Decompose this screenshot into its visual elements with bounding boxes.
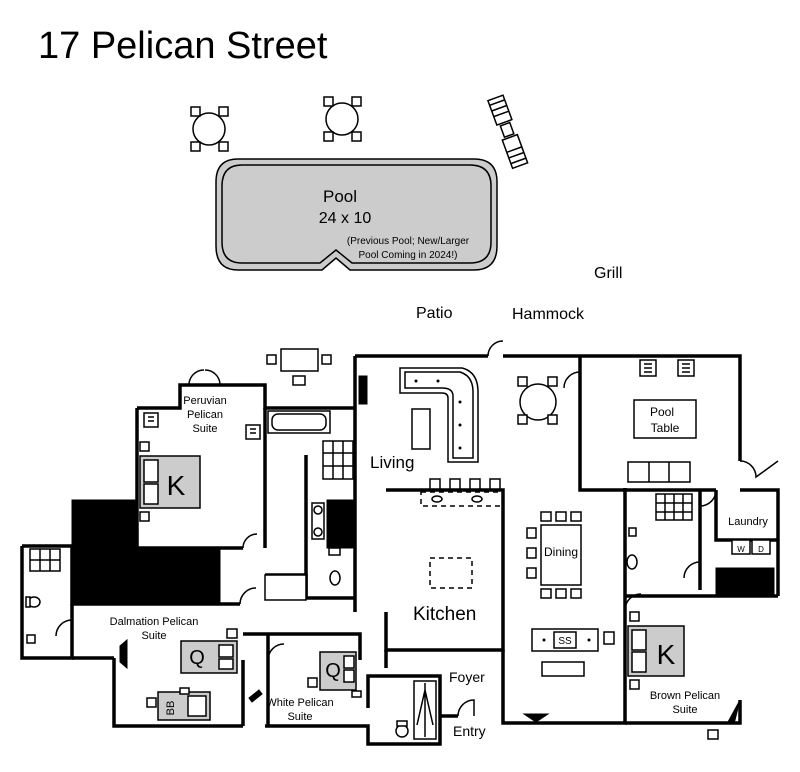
patio-table-left: [190, 106, 229, 152]
washer-label: W: [737, 545, 745, 554]
brown-bed-letter: K: [657, 639, 676, 670]
white-suite-label-line2: Suite: [287, 711, 312, 723]
dalmation-tv: [119, 638, 128, 670]
peruvian-label-line2: Pelican: [187, 409, 223, 421]
brown-suite-label-line2: Suite: [672, 704, 697, 716]
pool-size: 24 x 10: [319, 210, 372, 227]
tv: [358, 375, 368, 405]
brown-suite-label-line1: Brown Pelican: [650, 690, 720, 702]
dining-label: Dining: [544, 545, 578, 559]
stove-label: SS: [558, 636, 572, 647]
doors: [55, 340, 779, 717]
bar-stools: [420, 478, 504, 507]
walls: [20, 354, 780, 746]
white-tv: [248, 689, 263, 703]
pool-note-line1: (Previous Pool; New/Larger: [347, 236, 470, 247]
bunk-bed: [146, 687, 211, 721]
dalmation-bed-letter: Q: [189, 647, 205, 669]
laundry-appliances: [731, 539, 771, 555]
pool-label: Pool: [323, 187, 357, 206]
pool-table-label-line1: Pool: [650, 405, 674, 419]
brown-tv: [727, 699, 741, 725]
dalmation-queen-bed: [180, 628, 238, 674]
sectional-sofa: [399, 367, 479, 463]
bathroom-foyer: [395, 680, 437, 740]
entry-label: Entry: [453, 723, 486, 739]
patio-label: Patio: [416, 305, 453, 322]
game-room-furniture: [627, 359, 697, 483]
white-queen-bed: [307, 651, 362, 698]
white-bed-letter: Q: [325, 660, 341, 682]
kitchen-label: Kitchen: [413, 604, 476, 625]
peruvian-label-line3: Suite: [192, 423, 217, 435]
laundry-label: Laundry: [728, 516, 768, 528]
peruvian-suite-furniture: [139, 412, 261, 522]
dryer-label: D: [758, 545, 764, 554]
grill-label: Grill: [594, 265, 622, 282]
closet: [264, 574, 307, 601]
brown-suite-bed: [627, 611, 685, 690]
bathroom-west: [25, 548, 61, 644]
dalmation-label-line2: Suite: [141, 630, 166, 642]
pool-note-line2: Pool Coming in 2024!): [359, 250, 458, 261]
dalmation-label-line1: Dalmation Pelican: [110, 616, 199, 628]
kitchen-island: [429, 557, 473, 589]
peruvian-bed-letter: K: [167, 470, 186, 501]
bunk-bed-letters: BB: [165, 701, 177, 716]
dining-table: [526, 511, 582, 599]
white-suite-label-line1: White Pelican: [266, 697, 333, 709]
hammock-label: Hammock: [512, 306, 585, 323]
peruvian-label-line1: Peruvian: [183, 395, 226, 407]
plan-title: 17 Pelican Street: [38, 25, 328, 67]
coffee-table: [411, 408, 431, 450]
pool: Pool 24 x 10 (Previous Pool; New/Larger …: [215, 158, 498, 271]
kitchen-counter: [522, 628, 615, 723]
pool-table-label-line2: Table: [651, 421, 680, 435]
round-dining-table: [517, 376, 558, 425]
bathroom-central: [267, 410, 354, 586]
patio-table-right: [323, 96, 362, 142]
bathroom-east: [626, 493, 693, 570]
patio-dining-set: [266, 348, 332, 386]
lounge-chairs: [486, 94, 529, 170]
foyer-label: Foyer: [449, 669, 485, 685]
living-label: Living: [370, 453, 414, 472]
brown-chair: [707, 729, 719, 740]
